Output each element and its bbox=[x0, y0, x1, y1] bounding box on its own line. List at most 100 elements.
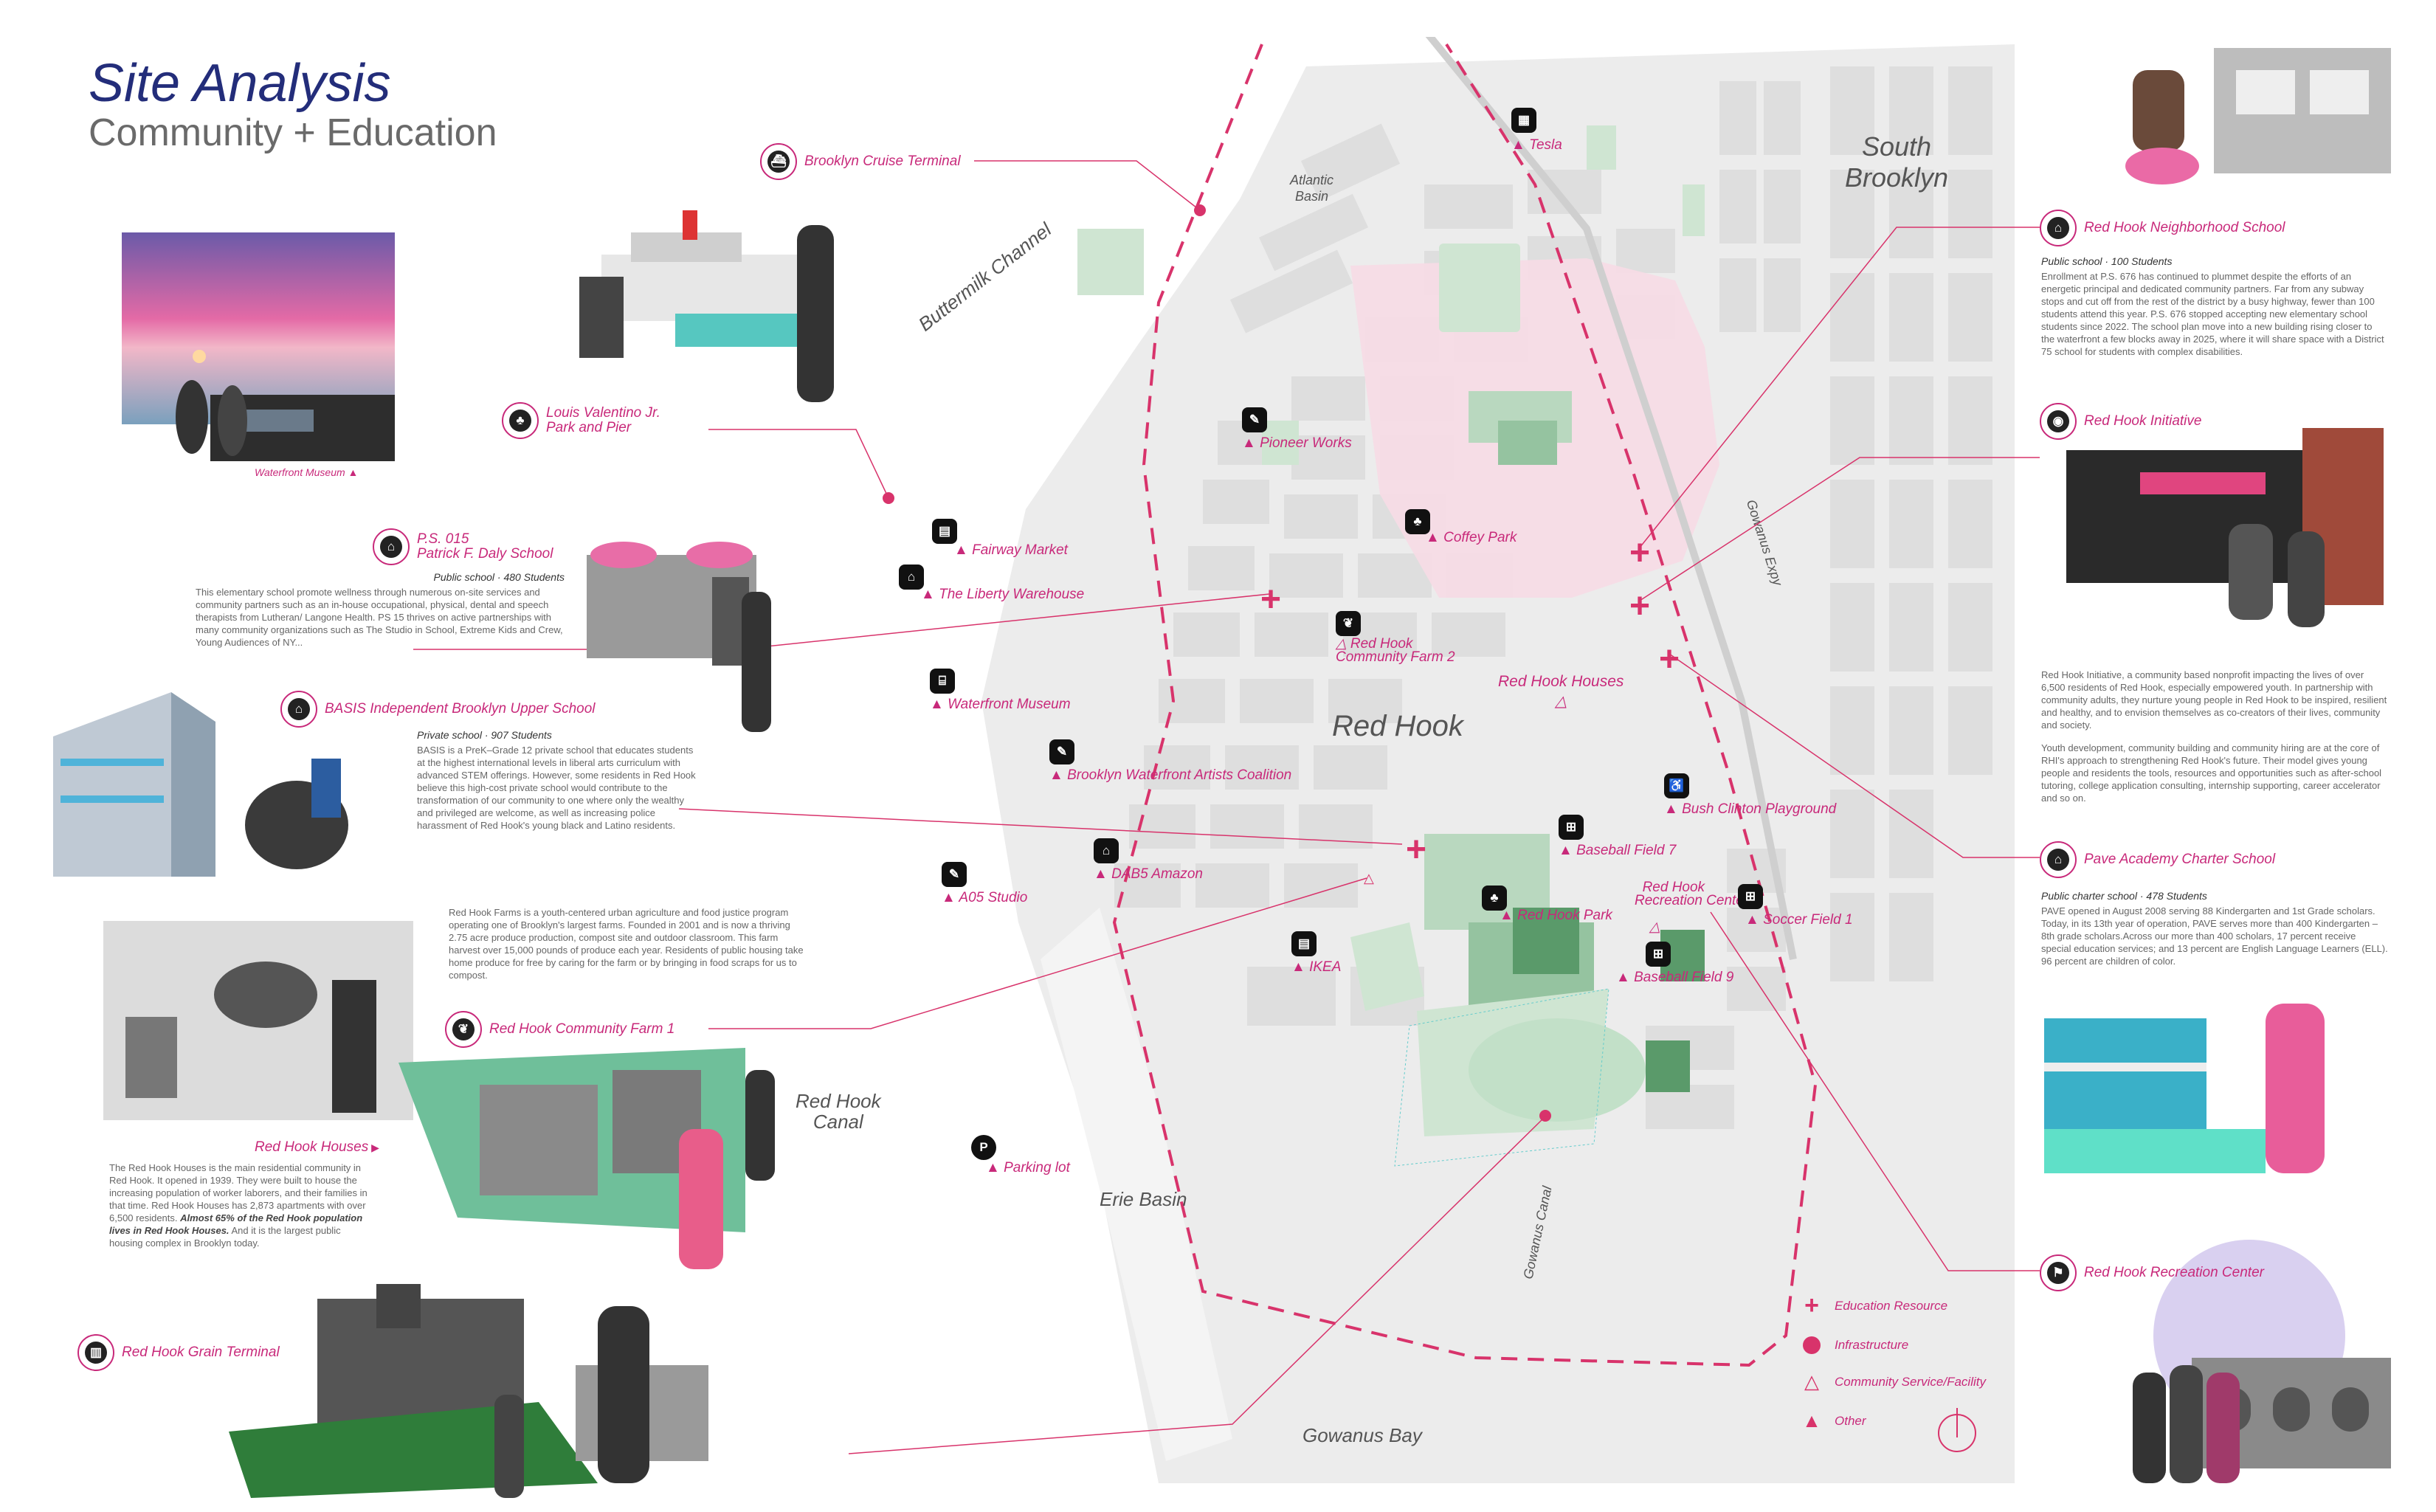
palette-icon: ✎ bbox=[1049, 739, 1074, 764]
page-title: Site Analysis bbox=[89, 54, 391, 113]
ps15-callout[interactable]: ⌂ P.S. 015 Patrick F. Daly School bbox=[373, 528, 553, 565]
place-ikea[interactable]: ▤ ▲ IKEA bbox=[1291, 931, 1341, 976]
neighborhood-school-description: Public school · 100 Students Enrollment … bbox=[2041, 255, 2384, 357]
pave-callout[interactable]: ⌂ Pave Academy Charter School bbox=[2040, 841, 2275, 878]
factory-icon: ▥ bbox=[77, 1334, 114, 1371]
rhi-callout[interactable]: ◉ Red Hook Initiative bbox=[2040, 403, 2201, 440]
warehouse-icon: ⌂ bbox=[1094, 838, 1119, 863]
tree-icon: ♣ bbox=[1405, 509, 1430, 534]
tree-icon: ♣ bbox=[502, 402, 539, 439]
label-south-brooklyn: South Brooklyn bbox=[1845, 131, 1949, 193]
red-hook-houses-photo bbox=[398, 1048, 782, 1269]
cruise-callout[interactable]: ⛴ Brooklyn Cruise Terminal bbox=[760, 143, 961, 180]
study-boundary bbox=[1112, 43, 1818, 1367]
basis-description: Private school · 907 Students BASIS is a… bbox=[417, 729, 696, 831]
north-arrow-icon bbox=[1938, 1408, 1976, 1452]
store-icon: ▤ bbox=[1291, 931, 1317, 956]
field-icon: ⊞ bbox=[1738, 884, 1763, 909]
recreation-icon: ⚑ bbox=[2040, 1254, 2077, 1291]
map-legend: +Education Resource Infrastructure △Comm… bbox=[1801, 1291, 1986, 1449]
place-baseball-field-7[interactable]: ⊞ ▲ Baseball Field 7 bbox=[1559, 815, 1676, 859]
place-pioneer-works[interactable]: ✎ ▲ Pioneer Works bbox=[1242, 407, 1352, 452]
place-tesla[interactable]: ▦ ▲ Tesla bbox=[1511, 108, 1562, 153]
red-hook-houses-description: The Red Hook Houses is the main resident… bbox=[109, 1162, 368, 1249]
place-community-farm-2[interactable]: ❦ △ Red Hook Community Farm 2 bbox=[1336, 611, 1455, 664]
museum-icon: ⌸ bbox=[930, 669, 955, 694]
site-map bbox=[849, 37, 2015, 1483]
leaf-icon: ❦ bbox=[1336, 611, 1361, 636]
waterfront-museum-caption: Waterfront Museum ▲ bbox=[255, 466, 359, 478]
place-recreation-center[interactable]: Red Hook Recreation Center △ bbox=[1635, 880, 1749, 935]
place-dab5-amazon[interactable]: ⌂ ▲ DAB5 Amazon bbox=[1094, 838, 1203, 883]
education-marker: + bbox=[1260, 580, 1282, 619]
park-areas bbox=[1077, 125, 1705, 1136]
place-red-hook-houses[interactable]: Red Hook Houses △ bbox=[1498, 673, 1624, 710]
education-marker: + bbox=[1629, 534, 1651, 573]
cruise-terminal-photo bbox=[550, 196, 874, 417]
label-atlantic-basin: Atlantic Basin bbox=[1290, 173, 1334, 204]
ship-icon: ⛴ bbox=[760, 143, 797, 180]
place-bush-clinton[interactable]: ♿ ▲ Bush Clinton Playground bbox=[1664, 773, 1836, 818]
farm-description: Red Hook Farms is a youth-centered urban… bbox=[449, 907, 804, 981]
palette-icon: ✎ bbox=[942, 862, 967, 887]
place-soccer-field-1[interactable]: ⊞ ▲ Soccer Field 1 bbox=[1738, 884, 1853, 928]
land-area bbox=[981, 44, 2015, 1483]
education-marker: + bbox=[1406, 830, 1427, 869]
valentino-callout[interactable]: ♣ Louis Valentino Jr. Park and Pier bbox=[502, 402, 660, 439]
triangle-filled-icon: ▲ bbox=[1802, 1409, 1821, 1432]
place-bwac[interactable]: ✎ ▲ Brooklyn Waterfront Artists Coalitio… bbox=[1049, 739, 1291, 784]
place-parking-lot[interactable]: P ▲ Parking lot bbox=[971, 1135, 1070, 1176]
place-a05-studio[interactable]: ✎ ▲ A05 Studio bbox=[942, 862, 1027, 906]
grain-terminal-photo bbox=[229, 1284, 819, 1505]
warehouse-icon: ⌂ bbox=[899, 565, 924, 590]
place-liberty-warehouse[interactable]: ⌂ ▲ The Liberty Warehouse bbox=[899, 565, 1084, 603]
school-icon: ⌂ bbox=[2040, 841, 2077, 878]
farm1-callout[interactable]: ❦ Red Hook Community Farm 1 bbox=[445, 1011, 674, 1048]
farm-photo bbox=[103, 921, 413, 1120]
rhi-photo bbox=[2066, 421, 2391, 635]
neighborhood-school-photo bbox=[2118, 41, 2398, 210]
rhi-description: Red Hook Initiative, a community based n… bbox=[2041, 669, 2387, 804]
school-icon: ⌂ bbox=[2040, 210, 2077, 246]
community-triangle: △ bbox=[1364, 871, 1374, 886]
tree-icon: ♣ bbox=[1482, 886, 1507, 911]
place-fairway-market[interactable]: ▤ ▲ Fairway Market bbox=[932, 519, 1068, 559]
grain-terminal-callout[interactable]: ▥ Red Hook Grain Terminal bbox=[77, 1334, 280, 1371]
label-red-hook: Red Hook bbox=[1332, 710, 1463, 742]
label-red-hook-canal: Red Hook Canal bbox=[796, 1090, 881, 1133]
cross-icon: + bbox=[1804, 1291, 1819, 1319]
label-erie-basin: Erie Basin bbox=[1100, 1188, 1187, 1210]
place-baseball-field-9[interactable]: ⊞ ▲ Baseball Field 9 bbox=[1616, 942, 1733, 986]
school-icon: ⌂ bbox=[373, 528, 410, 565]
pave-photo bbox=[2044, 1004, 2339, 1173]
school-icon: ⌂ bbox=[280, 691, 317, 728]
rec-center-callout[interactable]: ⚑ Red Hook Recreation Center bbox=[2040, 1254, 2264, 1291]
pave-description: Public charter school · 478 Students PAV… bbox=[2041, 890, 2388, 967]
place-red-hook-park[interactable]: ♣ ▲ Red Hook Park bbox=[1482, 886, 1612, 924]
education-marker: + bbox=[1629, 587, 1651, 626]
ps15-playground-photo bbox=[579, 525, 812, 739]
rec-center-photo bbox=[2125, 1328, 2391, 1491]
waterfront-museum-photo bbox=[122, 232, 395, 476]
triangle-outline-icon: △ bbox=[1804, 1370, 1819, 1392]
field-icon: ⊞ bbox=[1559, 815, 1584, 840]
page-subtitle: Community + Education bbox=[89, 111, 497, 154]
ps15-description: Public school · 480 Students This elemen… bbox=[196, 571, 565, 648]
neighborhood-school-callout[interactable]: ⌂ Red Hook Neighborhood School bbox=[2040, 210, 2285, 246]
building-icon: ▦ bbox=[1511, 108, 1536, 133]
red-hook-houses-callout[interactable]: Red Hook Houses ▶ bbox=[255, 1139, 379, 1155]
palette-icon: ✎ bbox=[1242, 407, 1267, 432]
basis-photo bbox=[9, 692, 393, 884]
place-waterfront-museum[interactable]: ⌸ ▲ Waterfront Museum bbox=[930, 669, 1071, 713]
basis-callout[interactable]: ⌂ BASIS Independent Brooklyn Upper Schoo… bbox=[280, 691, 596, 728]
place-coffey-park[interactable]: ♣ ▲ Coffey Park bbox=[1405, 509, 1517, 546]
store-icon: ▤ bbox=[932, 519, 957, 544]
education-marker: + bbox=[1659, 640, 1680, 679]
label-gowanus-bay: Gowanus Bay bbox=[1302, 1424, 1422, 1446]
field-icon: ⊞ bbox=[1646, 942, 1671, 967]
playground-icon: ♿ bbox=[1664, 773, 1689, 798]
parking-icon: P bbox=[971, 1135, 996, 1160]
community-icon: ◉ bbox=[2040, 403, 2077, 440]
leaf-icon: ❦ bbox=[445, 1011, 482, 1048]
